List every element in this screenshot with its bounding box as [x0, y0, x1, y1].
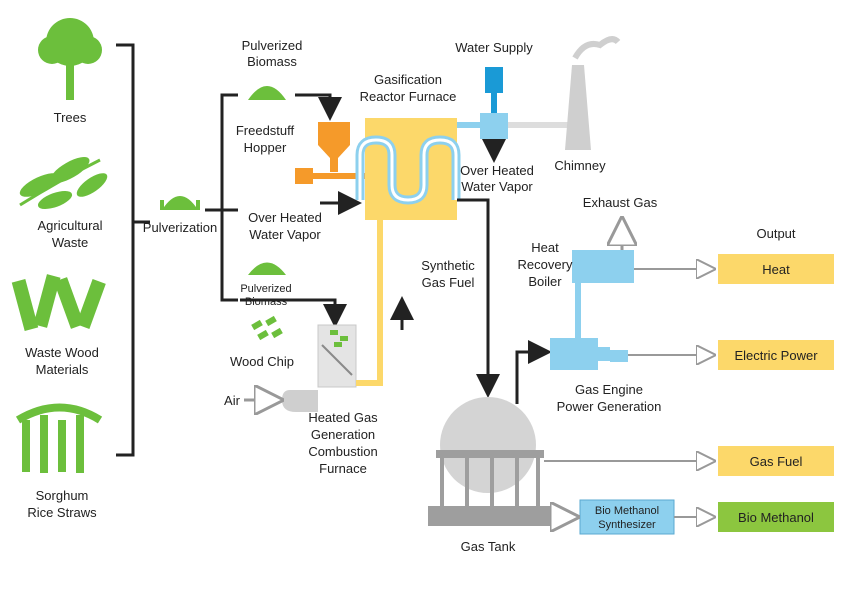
tree-icon — [38, 18, 102, 100]
source-bracket — [116, 43, 150, 457]
hopper-icon — [295, 122, 368, 184]
chimney-label: Chimney — [554, 158, 606, 173]
smoke-icon — [572, 36, 621, 60]
gasif-label-2: Reactor Furnace — [360, 89, 457, 104]
output-heat-box — [718, 254, 834, 284]
syngas-label-1: Synthetic — [421, 258, 475, 273]
straw-icon — [15, 403, 103, 473]
biomass-pile-top-icon — [248, 86, 286, 100]
wood-planks-icon — [11, 274, 106, 331]
pulv-biomass-top-label-1: Pulverized — [242, 38, 303, 53]
water-heater-box — [480, 113, 508, 139]
syngas-label-2: Gas Fuel — [422, 275, 475, 290]
biomass-to-combustion-arrow — [240, 298, 347, 328]
hopper-label-1: Freedstuff — [236, 123, 295, 138]
gas-tank-label: Gas Tank — [461, 539, 516, 554]
boiler-label-3: Boiler — [528, 274, 562, 289]
output-electric-box — [718, 340, 834, 370]
combustion-furnace — [317, 324, 357, 388]
source-trees-label: Trees — [54, 110, 87, 125]
output-title: Output — [756, 226, 795, 241]
engine-label-2: Power Generation — [557, 399, 662, 414]
methanol-synth-label-2: Synthesizer — [598, 519, 656, 531]
combustion-label-1: Heated Gas — [308, 410, 378, 425]
source-sorghum-label-2: Rice Straws — [27, 505, 97, 520]
chimney-icon — [565, 65, 591, 150]
tank-to-engine-arrow — [515, 340, 552, 404]
wood-chip-label: Wood Chip — [230, 354, 294, 369]
pulv-biomass-bot-label-2: Biomass — [245, 296, 288, 308]
boiler-label-1: Heat — [531, 240, 559, 255]
gasif-label-1: Gasification — [374, 72, 442, 87]
air-label: Air — [224, 393, 241, 408]
methanol-synth-label-1: Bio Methanol — [595, 505, 659, 517]
pulverization-label: Pulverization — [143, 220, 217, 235]
leaf-icon — [19, 157, 108, 210]
pulv-biomass-top-label-2: Biomass — [247, 54, 297, 69]
pulverizer-icon — [160, 196, 200, 210]
output-methanol-label: Bio Methanol — [738, 510, 814, 525]
generator-box — [598, 347, 610, 361]
source-sorghum-label-1: Sorghum — [36, 488, 89, 503]
heated-gas-pipe — [356, 220, 383, 386]
hopper-label-2: Hopper — [244, 140, 287, 155]
combustion-fuel-icon — [330, 330, 348, 347]
engine-label-1: Gas Engine — [575, 382, 643, 397]
combustion-label-3: Combustion — [308, 444, 377, 459]
air-blower-icon — [282, 390, 318, 412]
water-supply-label: Water Supply — [455, 40, 533, 55]
vapor-left-label-1: Over Heated — [248, 210, 322, 225]
vapor-right-label-2: Water Vapor — [461, 179, 533, 194]
output-electric-label: Electric Power — [734, 348, 818, 363]
pulverization-branch-lines — [205, 93, 238, 302]
generator-small-box — [610, 350, 628, 362]
source-agri-label-1: Agricultural — [37, 218, 102, 233]
water-tank-icon — [485, 67, 503, 93]
wood-chip-icon — [251, 315, 283, 341]
source-wood-label-1: Waste Wood — [25, 345, 99, 360]
combustion-label-4: Furnace — [319, 461, 367, 476]
source-wood-label-2: Materials — [36, 362, 89, 377]
exhaust-label: Exhaust Gas — [583, 195, 658, 210]
gas-engine-box — [550, 338, 598, 370]
combustion-grate — [321, 344, 353, 376]
source-agri-label-2: Waste — [52, 235, 88, 250]
combustion-label-2: Generation — [311, 427, 375, 442]
vapor-right-label-1: Over Heated — [460, 163, 534, 178]
output-methanol-box — [718, 502, 834, 532]
vapor-left-label-2: Water Vapor — [249, 227, 321, 242]
biomass-pile-bottom-icon — [248, 262, 286, 275]
water-pipe — [491, 93, 497, 113]
output-gasfuel-box — [718, 446, 834, 476]
output-heat-label: Heat — [762, 262, 790, 277]
gas-tank-icon — [428, 397, 550, 526]
pulv-biomass-bot-label-1: Pulverized — [240, 283, 291, 295]
furnace-coil-highlight — [358, 138, 458, 202]
output-gasfuel-label: Gas Fuel — [750, 454, 803, 469]
boiler-label-2: Recovery — [518, 257, 573, 272]
gasification-furnace — [365, 118, 457, 220]
syngas-arrow — [457, 198, 500, 398]
biomass-to-hopper-arrow — [295, 93, 342, 121]
heat-recovery-boiler-box — [572, 250, 634, 283]
